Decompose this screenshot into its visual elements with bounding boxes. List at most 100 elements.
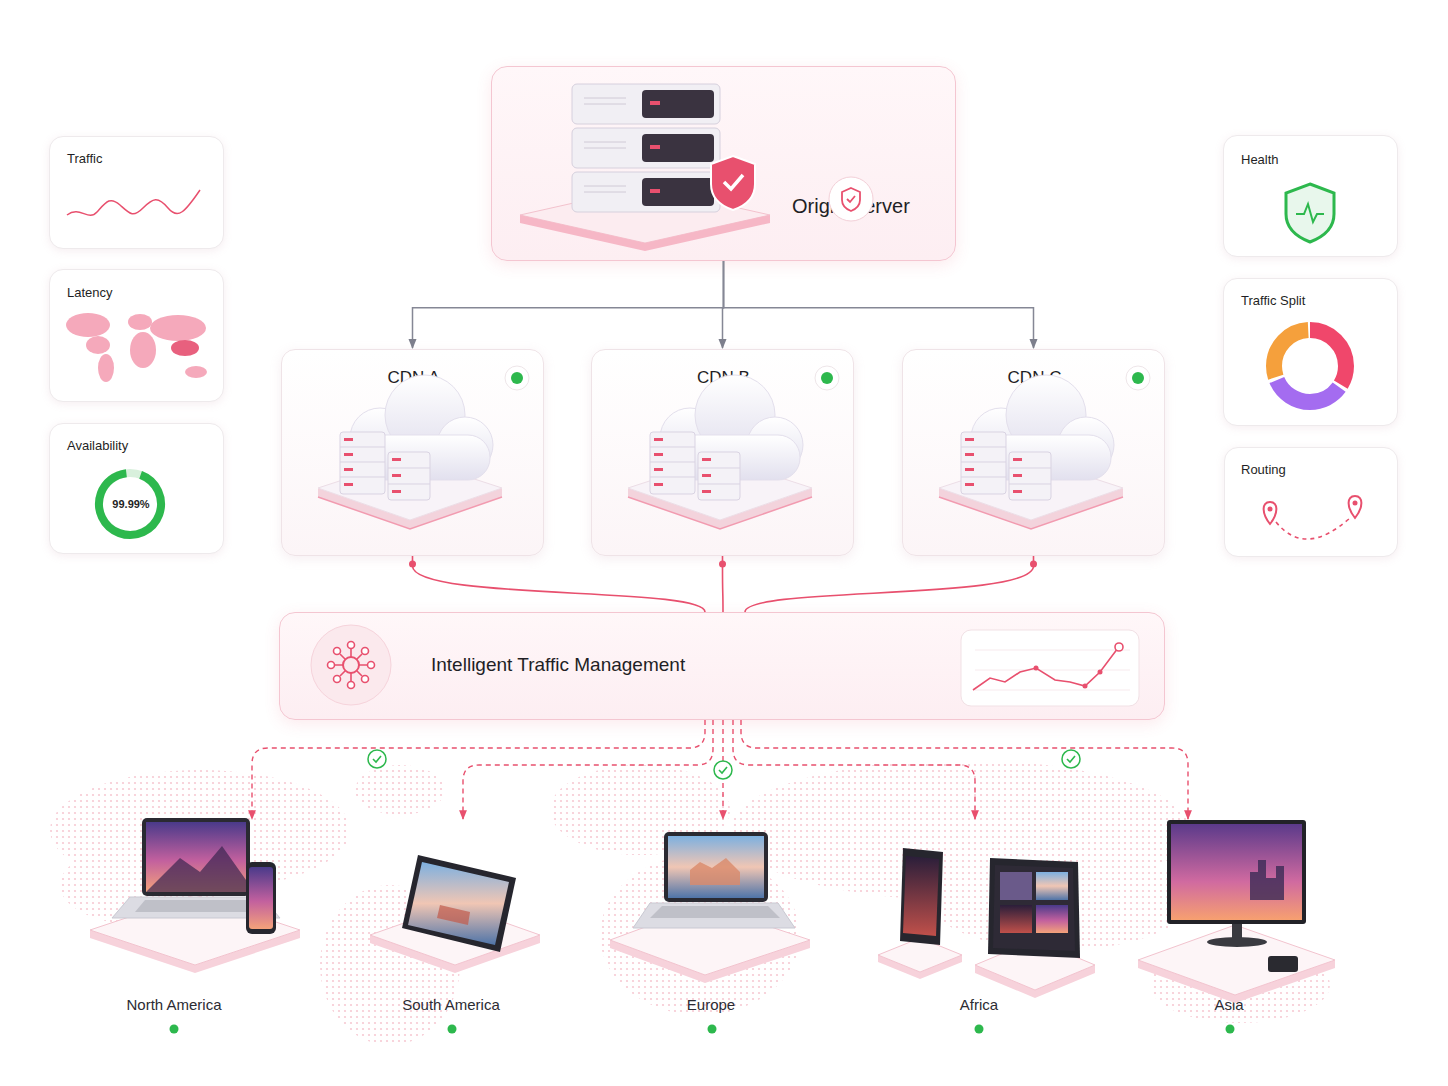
origin-server-art-part bbox=[572, 172, 720, 212]
laptop-illustration-part bbox=[610, 940, 810, 983]
node-title: CDN A bbox=[282, 368, 545, 388]
connector-line bbox=[741, 720, 1188, 819]
phone-tablet-illustration-part bbox=[1036, 872, 1068, 900]
check-badge bbox=[368, 750, 1080, 779]
laptop-phone-illustration-part bbox=[142, 818, 250, 896]
traffic-split-donut bbox=[1274, 330, 1346, 402]
health-shield-part bbox=[1286, 184, 1334, 242]
connector bbox=[252, 720, 705, 819]
connector-dot bbox=[1030, 561, 1037, 568]
phone-tablet-illustration-part bbox=[878, 938, 962, 972]
traffic-split-donut-part bbox=[1274, 330, 1346, 402]
origin-server-art-part bbox=[642, 90, 714, 118]
phone-tablet-illustration-part bbox=[878, 955, 962, 979]
traffic-split-donut-part bbox=[1274, 330, 1346, 402]
monitor-illustration-part bbox=[1268, 956, 1298, 972]
network-hub-icon-part-part bbox=[334, 648, 341, 655]
network-hub-icon-part bbox=[335, 649, 367, 681]
check-badge-part bbox=[719, 767, 727, 773]
security-icon-part bbox=[847, 196, 855, 202]
tablet-illustration-part bbox=[437, 905, 470, 925]
network-hub-icon-part-part bbox=[348, 682, 355, 689]
tablet-illustration bbox=[370, 855, 540, 973]
card-title: Traffic Split bbox=[1241, 293, 1386, 309]
metric-card: Latency bbox=[49, 269, 224, 402]
laptop-illustration-part bbox=[668, 836, 764, 898]
status-dot-part bbox=[815, 366, 839, 390]
latency-map-part bbox=[128, 314, 152, 330]
node-title: Origin Server bbox=[792, 194, 952, 218]
region-label: Africa bbox=[869, 996, 1089, 1014]
metric-card: Health bbox=[1223, 135, 1398, 257]
region-platform: Africa bbox=[869, 818, 1089, 1036]
network-hub-icon bbox=[311, 625, 391, 705]
metric-value: 99.99% bbox=[96, 498, 166, 511]
network-hub-icon-part bbox=[311, 625, 391, 705]
region-status-dot-part bbox=[975, 1025, 984, 1034]
region-status-dot-part bbox=[170, 1025, 179, 1034]
check-badge-part bbox=[1067, 756, 1075, 762]
latency-map-part bbox=[150, 315, 206, 341]
status-dot-part bbox=[511, 372, 523, 384]
connector bbox=[409, 556, 705, 612]
status-dot bbox=[505, 366, 1150, 390]
laptop-phone-illustration-part bbox=[135, 900, 258, 912]
phone-tablet-illustration bbox=[878, 848, 1095, 998]
trend-chart-part bbox=[1034, 666, 1103, 689]
node-title: Intelligent Traffic Management bbox=[431, 654, 851, 677]
region-status-dot bbox=[170, 1025, 1235, 1034]
phone-tablet-illustration-part bbox=[975, 965, 1095, 998]
monitor-illustration-part bbox=[1171, 824, 1302, 920]
origin-server-art-part bbox=[520, 215, 770, 251]
latency-map-part bbox=[185, 366, 207, 378]
network-hub-icon-part-part bbox=[348, 642, 355, 649]
laptop-phone-illustration-part bbox=[146, 846, 246, 892]
connector bbox=[413, 261, 724, 348]
origin-server-art-part bbox=[520, 187, 770, 243]
monitor-illustration-part bbox=[1138, 960, 1335, 1003]
availability-ring-part bbox=[90, 464, 169, 543]
tablet-illustration-part bbox=[370, 905, 540, 965]
security-icon-part bbox=[829, 177, 873, 221]
latency-map-part bbox=[171, 340, 199, 356]
connector bbox=[723, 261, 724, 348]
phone-tablet-illustration-part bbox=[900, 848, 943, 945]
region-status-dot-part bbox=[448, 1025, 457, 1034]
check-badge-part bbox=[714, 761, 732, 779]
monitor-illustration bbox=[1138, 820, 1335, 1003]
region-label: Europe bbox=[611, 996, 811, 1014]
network-hub-icon-part-part bbox=[362, 676, 369, 683]
connector-line bbox=[413, 261, 724, 348]
phone-tablet-illustration-part bbox=[988, 858, 1080, 958]
latency-map-part bbox=[98, 354, 114, 382]
region-label: South America bbox=[366, 996, 536, 1014]
traffic-sparkline bbox=[67, 190, 200, 215]
trend-chart-part bbox=[975, 650, 1130, 690]
security-icon-part bbox=[842, 188, 860, 211]
cdn-illustration bbox=[628, 375, 812, 529]
origin-server-art-part bbox=[650, 189, 660, 193]
origin-server-box: Origin Server bbox=[491, 66, 956, 261]
cdn-box: CDN A bbox=[281, 349, 544, 556]
metric-card: Traffic Split bbox=[1223, 278, 1398, 426]
latency-map-part bbox=[86, 336, 110, 354]
trend-chart-part-part bbox=[1034, 666, 1039, 671]
laptop-phone-illustration-part bbox=[90, 930, 300, 973]
network-hub-icon-part-part bbox=[368, 662, 375, 669]
card-title: Availability bbox=[67, 438, 212, 454]
routing-icon-part bbox=[1276, 518, 1350, 539]
laptop-illustration-part bbox=[610, 905, 810, 975]
network-hub-icon-part-part bbox=[362, 648, 369, 655]
metric-card: Traffic bbox=[49, 136, 224, 249]
origin-server-art-part bbox=[584, 98, 626, 192]
monitor-illustration-part bbox=[1232, 924, 1242, 940]
connector bbox=[733, 720, 975, 819]
origin-server-art-part-part bbox=[711, 156, 755, 210]
connector bbox=[719, 556, 726, 612]
origin-server-art-part bbox=[650, 145, 660, 149]
origin-server-art-part bbox=[642, 178, 714, 206]
health-shield-part bbox=[1296, 204, 1324, 222]
laptop-phone-illustration-part bbox=[90, 895, 300, 965]
phone-tablet-illustration-part bbox=[1036, 905, 1068, 933]
